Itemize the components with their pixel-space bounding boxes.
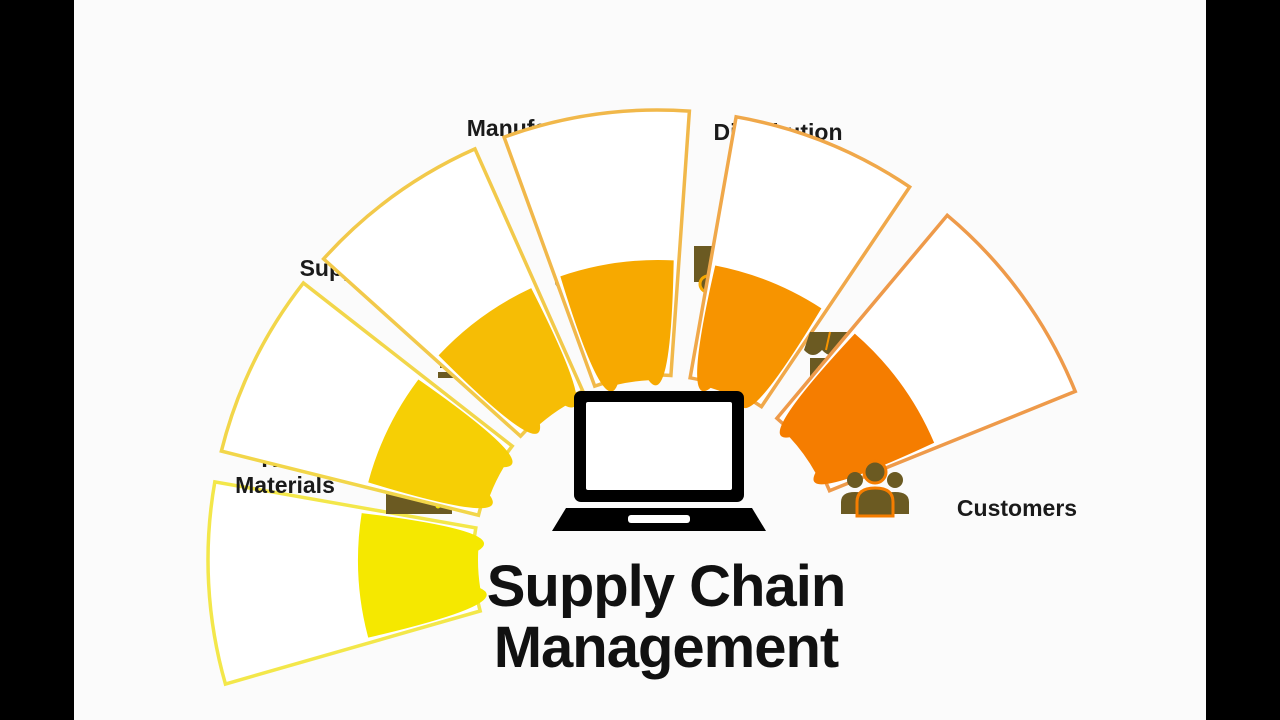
laptop-icon [552,391,766,531]
stage-color-petal [779,333,935,485]
stage-customers: Customers [774,212,1078,521]
diagram-title-line-2: Management [494,615,839,680]
stage-color-petal [697,265,822,409]
people-icon [841,459,909,518]
stage-label-line: Customers [957,495,1077,521]
stage-color-petal [358,513,487,638]
stage-color-petal [438,288,577,434]
stage-color-petal [560,260,674,392]
diagram-title-line-1: Supply Chain [487,554,846,619]
stage-color-petal [368,379,513,509]
stage-segments: RawMaterials Suppliers Manufacturers Dis… [206,108,1078,687]
stage-label: Customers [957,495,1077,521]
